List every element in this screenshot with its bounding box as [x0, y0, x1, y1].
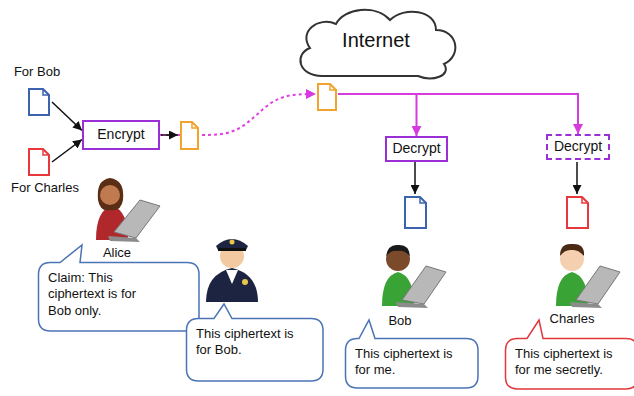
person-charles [556, 244, 620, 308]
speech-text: Claim: This ciphertext is for Bob only. [48, 270, 160, 319]
decrypt-box: Decrypt [546, 134, 610, 160]
speech-text: This ciphertext is for Bob. [196, 326, 312, 359]
doc-outline [28, 148, 50, 176]
person-name: Bob [360, 313, 440, 328]
bubble-outline [187, 304, 324, 381]
document-outline [29, 149, 49, 175]
cloud-outline [300, 10, 455, 79]
node-label: Internet [342, 28, 410, 53]
node-label: Encrypt [97, 126, 144, 144]
document-node: For Charles [28, 148, 50, 176]
doc-outline [28, 88, 50, 116]
bubble-outline [506, 320, 634, 389]
connector [52, 102, 82, 131]
decrypt-box: Decrypt [385, 136, 448, 162]
speech-text: This ciphertext is for me. [355, 346, 467, 379]
speech-bubble: This ciphertext is for me secretly. [505, 338, 634, 390]
speech-bubble: This ciphertext is for Bob. [186, 318, 324, 382]
document-fold [43, 89, 49, 95]
document-label: For Bob [14, 64, 60, 80]
document-node: For Bob [28, 88, 50, 116]
person-name: Alice [77, 245, 157, 260]
arrow [161, 134, 178, 136]
person-bob [382, 245, 446, 308]
encrypt-box: Encrypt [82, 120, 160, 150]
arrow [414, 162, 416, 194]
document-outline [29, 89, 49, 115]
speech-text: This ciphertext is for me secretly. [515, 346, 627, 379]
ciphertext-document [318, 84, 336, 110]
connector [52, 140, 82, 163]
plaintext-document [567, 197, 588, 228]
speech-bubble: This ciphertext is for me. [345, 338, 479, 389]
arrow [576, 162, 578, 194]
plaintext-document [405, 197, 426, 228]
cloud-outline [292, 6, 460, 110]
node-label: Decrypt [554, 138, 602, 156]
node-label: Decrypt [392, 140, 440, 158]
bubble-outline [39, 245, 200, 331]
person-police [206, 239, 258, 302]
person-name: Charles [532, 311, 612, 326]
ciphertext-document [181, 122, 198, 149]
internet-cloud: Internet [292, 6, 460, 110]
connector [338, 94, 417, 136]
person-alice [96, 178, 160, 242]
speech-bubble: Claim: This ciphertext is for Bob only. [38, 262, 200, 332]
bubble-outline [346, 320, 479, 388]
document-fold [330, 84, 336, 90]
connector [338, 94, 578, 134]
document-label: For Charles [11, 180, 79, 196]
document-fold [43, 149, 49, 155]
